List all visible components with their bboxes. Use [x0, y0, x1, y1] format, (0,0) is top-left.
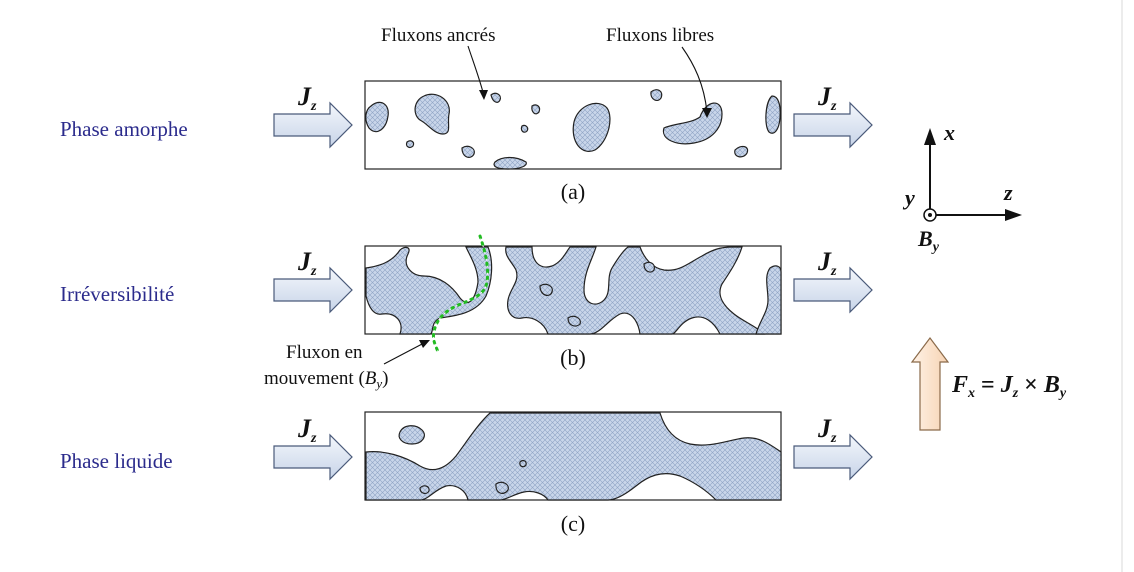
field-label: By — [917, 226, 940, 255]
axis-z-label: z — [1003, 180, 1013, 205]
leader-free-fluxons — [681, 46, 708, 113]
force-equation: Fx = Jz × By — [951, 372, 1067, 401]
caption-c: (c) — [561, 511, 585, 536]
coordinate-axes: x z y By — [902, 120, 1022, 255]
current-label-in-c: Jz — [297, 414, 317, 446]
leader-free-fluxons-head — [702, 108, 712, 118]
current-label-out-a: Jz — [817, 82, 837, 114]
current-label-out-b: Jz — [817, 247, 837, 279]
axis-z-head — [1005, 209, 1022, 221]
strip-c — [364, 411, 782, 501]
axis-y-dot — [928, 213, 932, 217]
leader-moving-fluxon — [383, 342, 425, 365]
strip-b — [364, 234, 782, 354]
annotation-pinned-fluxons: Fluxons ancrés — [381, 25, 496, 46]
annotation-moving-fluxon-line1: Fluxon en — [286, 342, 363, 363]
current-arrow-out-a — [793, 101, 873, 149]
current-label-out-c: Jz — [817, 414, 837, 446]
axis-y-label: y — [902, 185, 915, 210]
current-arrow-out-b — [793, 266, 873, 314]
force-arrow — [910, 337, 950, 431]
caption-a: (a) — [561, 179, 585, 204]
leader-moving-fluxon-head — [419, 340, 430, 348]
annotation-free-fluxons: Fluxons libres — [606, 25, 714, 46]
axis-x-head — [924, 128, 936, 145]
current-arrow-out-c — [793, 433, 873, 481]
fluxon-domains-b — [365, 246, 782, 335]
current-label-in-b: Jz — [297, 247, 317, 279]
leader-pinned-fluxons-head — [479, 90, 488, 100]
axis-x-label: x — [943, 120, 955, 145]
current-arrow-in-b — [273, 266, 353, 314]
current-label-in-a: Jz — [297, 82, 317, 114]
fluxon-domains-c — [365, 412, 782, 501]
current-arrow-in-a — [273, 101, 353, 149]
moving-fluxon-path — [432, 234, 490, 354]
current-arrow-in-c — [273, 433, 353, 481]
annotation-moving-fluxon-line2: mouvement (By) — [264, 368, 389, 391]
label-phase-amorphous: Phase amorphe — [60, 117, 188, 141]
label-phase-irreversibility: Irréversibilité — [60, 282, 174, 306]
label-phase-liquid: Phase liquide — [60, 449, 173, 473]
strip-a — [364, 80, 782, 170]
current-arrows — [273, 101, 873, 481]
current-labels: Jz Jz Jz Jz Jz Jz — [297, 82, 837, 446]
caption-b: (b) — [560, 345, 586, 370]
